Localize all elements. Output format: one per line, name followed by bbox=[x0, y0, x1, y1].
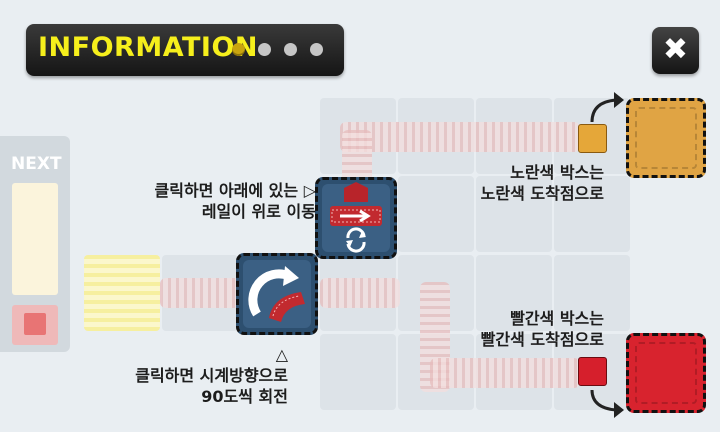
red-goal bbox=[626, 333, 706, 413]
page-dot-1[interactable] bbox=[232, 43, 245, 56]
page-dot-3[interactable] bbox=[284, 43, 297, 56]
hint-red-goal: 빨간색 박스는 빨간색 도착점으로 bbox=[480, 309, 604, 349]
curve-arrow-icon bbox=[590, 389, 624, 418]
start-lane bbox=[84, 255, 160, 331]
close-icon: ✖ bbox=[662, 32, 689, 67]
grid-tile bbox=[476, 255, 552, 331]
rail-track bbox=[320, 278, 400, 308]
hint-up-rail: 클릭하면 아래에 있는 ▷ 레일이 위로 이동 bbox=[154, 181, 317, 221]
hint-yellow-goal: 노란색 박스는 노란색 도착점으로 bbox=[480, 163, 604, 203]
page-dot-2[interactable] bbox=[258, 43, 271, 56]
grid-tile bbox=[398, 176, 474, 252]
move-rail-icon bbox=[322, 182, 390, 253]
yellow-goal bbox=[626, 98, 706, 178]
curve-arrow-icon bbox=[590, 92, 624, 123]
rail-track bbox=[340, 122, 580, 152]
hint-rotate: △ 클릭하면 시계방향으로 90도씩 회전 bbox=[135, 345, 288, 406]
info-title: INFORMATION bbox=[38, 32, 259, 63]
grid-tile bbox=[554, 255, 630, 331]
move-rail-tile[interactable] bbox=[315, 177, 397, 259]
cycle-icon bbox=[346, 227, 366, 253]
rotate-arrow-icon bbox=[243, 260, 311, 328]
page-dot-4[interactable] bbox=[310, 43, 323, 56]
next-label: NEXT bbox=[11, 154, 62, 174]
rotate-rail-tile[interactable] bbox=[236, 253, 318, 335]
rail-track bbox=[160, 278, 240, 308]
grid-tile bbox=[320, 334, 396, 410]
next-queue-slot bbox=[12, 183, 58, 295]
grid-tile bbox=[476, 176, 552, 252]
red-box-icon bbox=[578, 357, 607, 386]
yellow-box-icon bbox=[578, 124, 607, 153]
close-button[interactable]: ✖ bbox=[652, 27, 699, 74]
info-header: INFORMATION bbox=[26, 24, 344, 76]
grid-tile bbox=[554, 176, 630, 252]
rail-track bbox=[430, 358, 580, 388]
next-box-preview bbox=[12, 305, 58, 345]
